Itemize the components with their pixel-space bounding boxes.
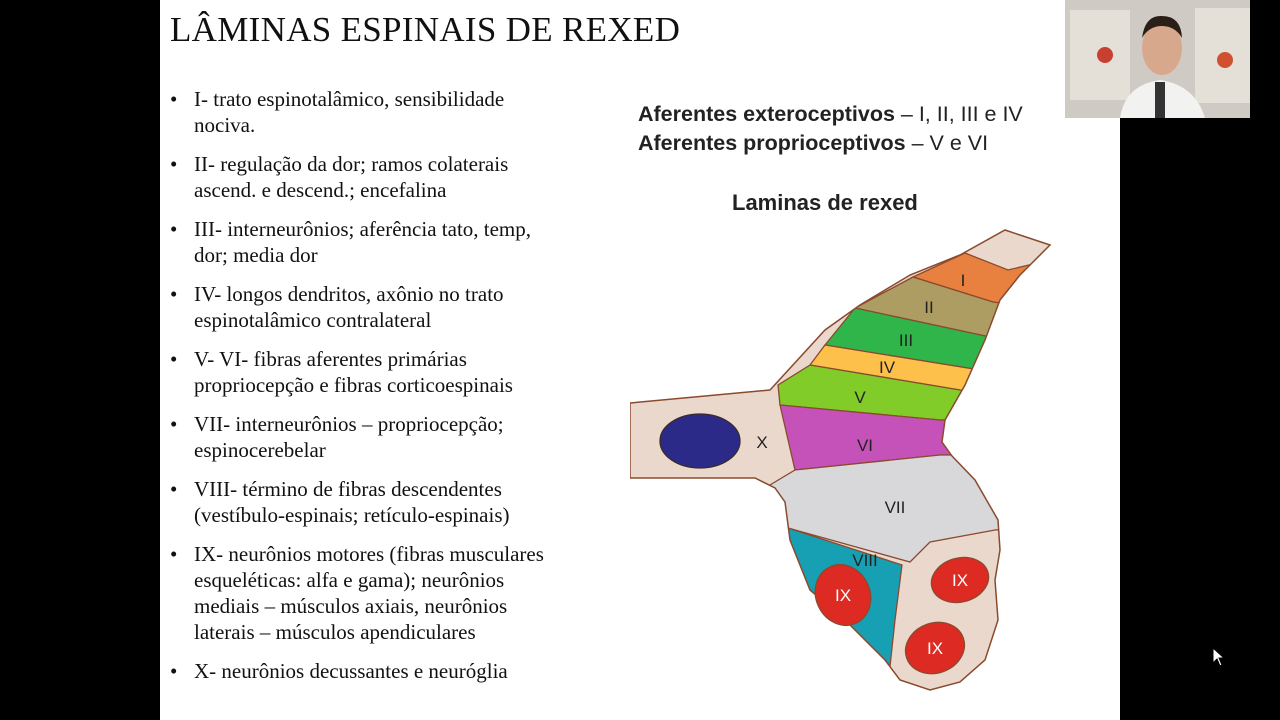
bullet-dot: • [170,87,178,111]
bullet-dot: • [170,542,178,566]
label-v: V [854,388,866,407]
label-ix: IX [927,639,943,658]
bullet-dot: • [170,659,178,683]
bullet-item-x: • X- neurônios decussantes e neuróglia [170,658,610,684]
bullet-text: espinotalâmico contralateral [194,308,432,332]
bullet-text: VIII- término de fibras descendentes [194,477,502,501]
slide-title: LÂMINAS ESPINAIS DE REXED [170,10,681,49]
label-i: I [961,271,966,290]
bullet-dot: • [170,217,178,241]
bullet-text: IV- longos dendritos, axônio no trato [194,282,504,306]
label-ix: IX [835,586,851,605]
bullet-text: espinocerebelar [194,438,326,462]
outline-stroke [630,229,1052,691]
label-iv: IV [879,358,896,377]
bullet-dot: • [170,152,178,176]
proprioceptive-label: Aferentes proprioceptivos [638,131,906,155]
label-vii: VII [885,498,906,517]
bullet-item-ix: • IX- neurônios motores (fibras musculare… [170,541,610,645]
lamina-ix-nucleus [904,621,966,675]
label-ix: IX [952,571,968,590]
diagram-title: Laminas de rexed [732,190,918,215]
mouse-cursor-icon [1212,647,1226,667]
bullet-dot: • [170,282,178,306]
bullet-text: I- trato espinotalâmico, sensibilidade [194,87,505,111]
label-vi: VI [857,436,873,455]
presenter-webcam [1065,0,1250,118]
lamina-ix-nucleus [814,564,872,626]
bullet-text: (vestíbulo-espinais; retículo-espinais) [194,503,510,527]
bullet-item-iii: • III- interneurônios; aferência tato, te… [170,216,610,268]
slide: LÂMINAS ESPINAIS DE REXED • I- trato espi… [160,0,1120,720]
bullet-text: II- regulação da dor; ramos colaterais [194,152,509,176]
bullet-item-vii: • VII- interneurônios – propriocepção;esp… [170,411,610,463]
presenter-video [1065,0,1250,118]
label-viii: VIII [852,551,878,570]
bullet-text: propriocepção e fibras corticoespinais [194,373,513,397]
bullet-text: mediais – músculos axiais, neurônios [194,594,508,618]
bullet-text: laterais – músculos apendiculares [194,620,476,644]
central-canal [659,413,741,469]
label-x: X [756,433,767,452]
bullet-text: V- VI- fibras aferentes primárias [194,347,467,371]
lamina-ix-nucleus [930,556,990,604]
proprioceptive-value: – V e VI [905,131,989,155]
bullet-dot: • [170,412,178,436]
bullet-text: esqueléticas: alfa e gama); neurônios [194,568,505,592]
bullet-text: dor; media dor [194,243,318,267]
label-ii: II [924,298,933,317]
bullet-text: III- interneurônios; aferência tato, tem… [194,217,532,241]
exteroceptive-label: Aferentes exteroceptivos [638,102,895,126]
exteroceptive-value: – I, II, III e IV [894,102,1023,126]
afferents-summary: Aferentes exteroceptivos – I, II, III e … [638,100,1023,158]
bullet-text: IX- neurônios motores (fibras musculares [194,542,544,566]
bullet-text: VII- interneurônios – propriocepção; [194,412,504,436]
bullet-text: X- neurônios decussantes e neuróglia [194,659,508,683]
bullet-text: nociva. [194,113,256,137]
rexed-laminae-diagram: I II III IV V VI VII VIII X IX IX IX [630,229,1052,691]
bullet-dot: • [170,347,178,371]
bullet-item-viii: • VIII- término de fibras descendentes(ve… [170,476,610,528]
bullet-dot: • [170,477,178,501]
bullet-text: ascend. e descend.; encefalina [194,178,447,202]
label-iii: III [899,331,913,350]
